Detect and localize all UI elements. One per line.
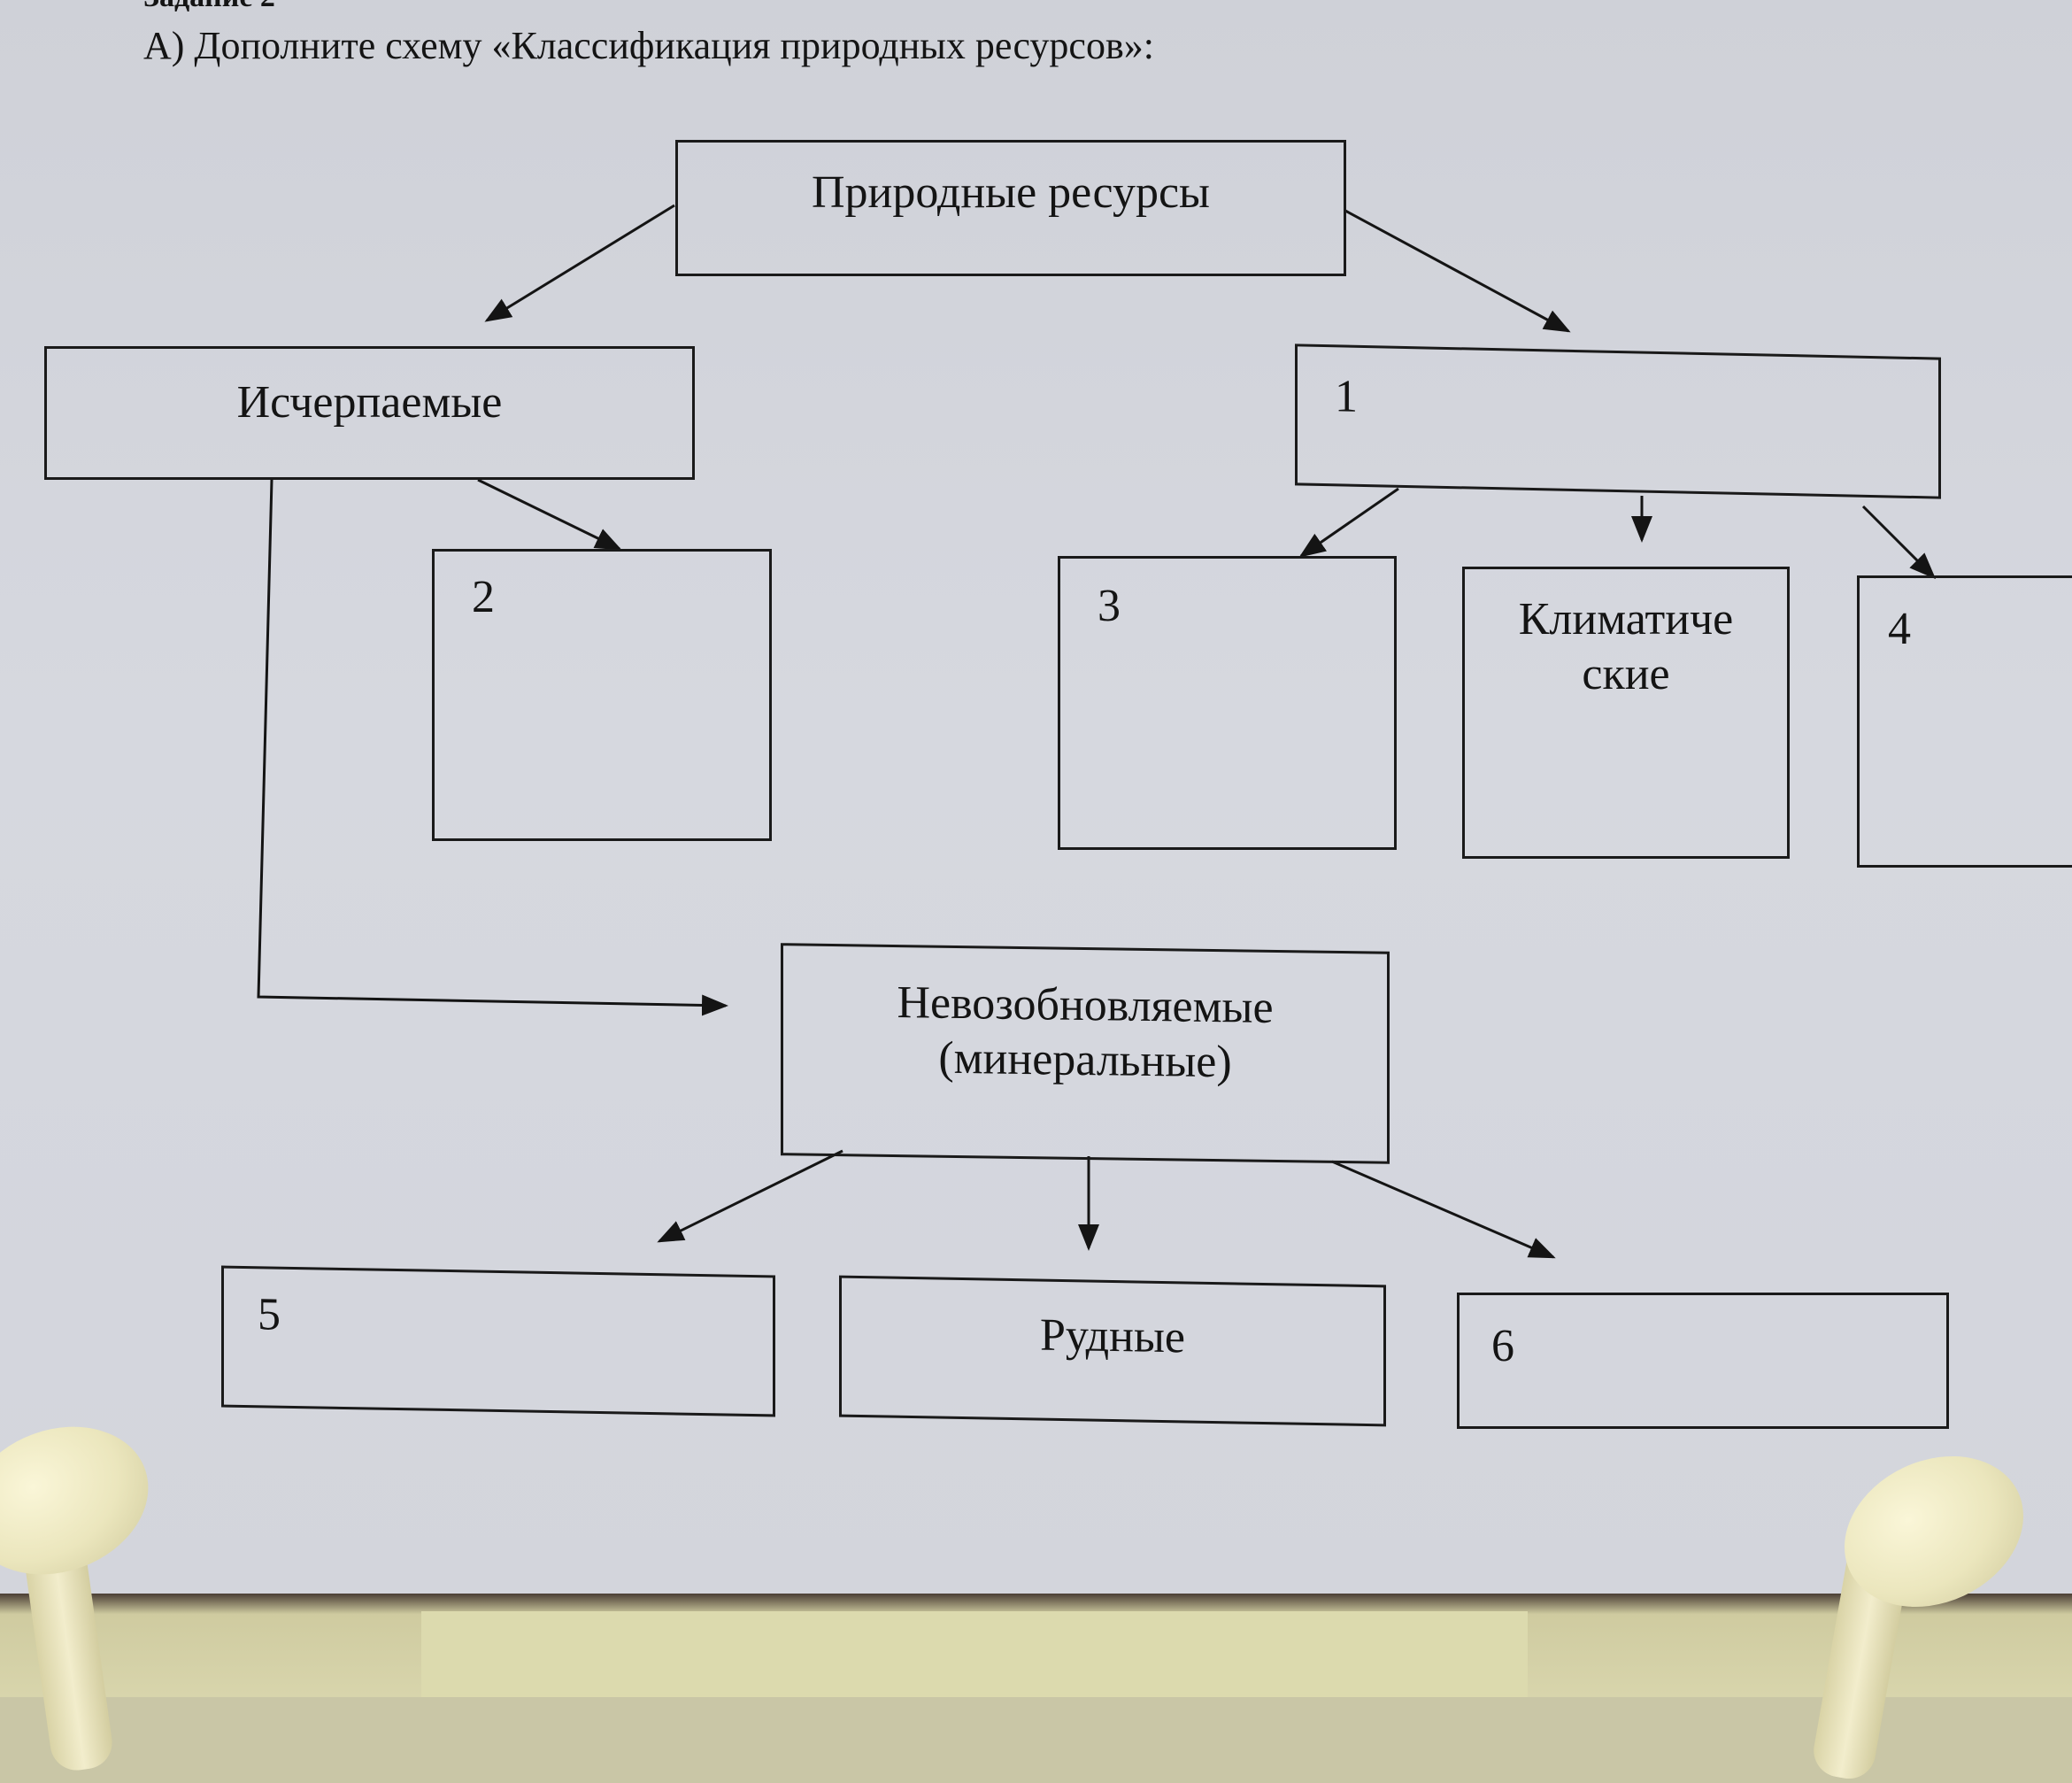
arrow-root-to-exhaustible bbox=[484, 204, 675, 322]
climatic-line-2: ские bbox=[1582, 649, 1670, 700]
blank-2-number: 2 bbox=[472, 572, 495, 622]
box-blank-6[interactable]: 6 bbox=[1457, 1293, 1949, 1429]
nonrenewable-line-1: Невозобновляемые bbox=[897, 977, 1274, 1033]
task-label: Задание 2 bbox=[143, 0, 275, 14]
box-blank-5[interactable]: 5 bbox=[221, 1265, 775, 1417]
box-ore-label: Рудные bbox=[1040, 1309, 1185, 1363]
box-natural-resources-label: Природные ресурсы bbox=[812, 167, 1210, 218]
box-ore: Рудные bbox=[839, 1275, 1386, 1427]
stand-strip bbox=[421, 1611, 1528, 1697]
box-nonrenewable-label: Невозобновляемые (минеральные) bbox=[783, 974, 1387, 1092]
arrow-1-to-4 bbox=[1861, 505, 1937, 580]
box-exhaustible: Исчерпаемые bbox=[44, 346, 695, 480]
box-exhaustible-label: Исчерпаемые bbox=[236, 377, 503, 428]
diagram-connectors bbox=[257, 204, 1937, 1259]
box-natural-resources: Природные ресурсы bbox=[675, 140, 1346, 276]
blank-5-number: 5 bbox=[258, 1289, 281, 1340]
arrow-nonrenewable-to-6 bbox=[1331, 1160, 1556, 1259]
blank-3-number: 3 bbox=[1098, 581, 1121, 631]
arrow-root-to-inexhaustible bbox=[1344, 209, 1571, 333]
box-climatic-label: Климатиче ские bbox=[1465, 592, 1787, 703]
box-blank-2[interactable]: 2 bbox=[432, 549, 772, 841]
worksheet-paper bbox=[0, 0, 2072, 1616]
instruction-text: А) Дополните схему «Классификация природ… bbox=[143, 24, 1154, 67]
box-climatic: Климатиче ские bbox=[1462, 567, 1790, 859]
box-blank-4[interactable]: 4 bbox=[1857, 575, 2072, 868]
arrow-1-to-3 bbox=[1298, 487, 1399, 558]
blank-6-number: 6 bbox=[1491, 1321, 1514, 1371]
climatic-line-1: Климатиче bbox=[1518, 594, 1734, 645]
blank-4-number: 4 bbox=[1888, 604, 1911, 654]
box-nonrenewable: Невозобновляемые (минеральные) bbox=[781, 943, 1390, 1164]
blank-1-number: 1 bbox=[1335, 371, 1358, 422]
arrow-exhaustible-to-2 bbox=[477, 478, 622, 551]
box-blank-3[interactable]: 3 bbox=[1058, 556, 1397, 850]
nonrenewable-line-2: (минеральные) bbox=[938, 1033, 1232, 1088]
box-blank-1[interactable]: 1 bbox=[1295, 343, 1941, 499]
arrow-exhaustible-to-nonrenewable bbox=[257, 479, 728, 1016]
arrow-nonrenewable-to-5 bbox=[657, 1149, 843, 1243]
